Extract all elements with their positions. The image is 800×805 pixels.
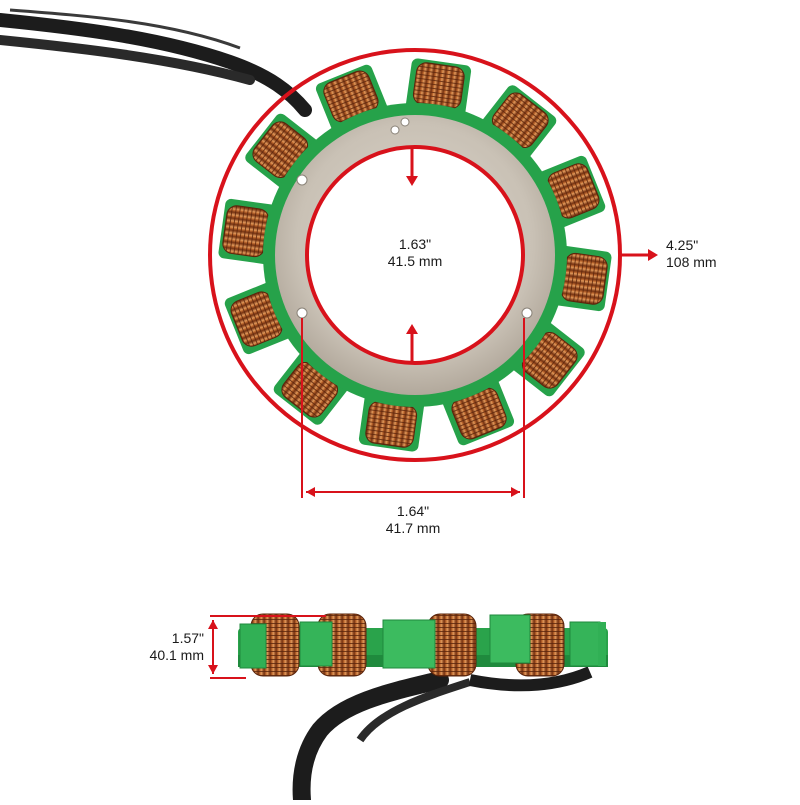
outer-diameter-arrow xyxy=(620,249,658,261)
inner-diameter-label: 1.63" 41.5 mm xyxy=(370,236,460,270)
inner-diameter-arrows xyxy=(406,148,418,362)
outer-diameter-inch: 4.25" xyxy=(666,237,699,253)
coil xyxy=(405,58,472,117)
bolt-spacing-mm: 41.7 mm xyxy=(385,520,441,536)
outer-diameter-mm: 108 mm xyxy=(666,254,717,270)
inner-diameter-circle xyxy=(305,145,525,365)
height-inch: 1.57" xyxy=(171,630,204,646)
inner-diameter-inch: 1.63" xyxy=(398,236,432,252)
outer-diameter-label: 4.25" 108 mm xyxy=(666,237,766,271)
height-dimension xyxy=(208,615,326,679)
coil xyxy=(358,393,425,452)
height-mm: 40.1 mm xyxy=(149,647,204,663)
bolt-spacing-inch: 1.64" xyxy=(396,503,430,519)
coil xyxy=(553,245,612,312)
height-label: 1.57" 40.1 mm xyxy=(110,630,204,664)
inner-diameter-mm: 41.5 mm xyxy=(387,253,443,269)
stator-side-view xyxy=(238,613,608,805)
bolt-spacing-dimension xyxy=(301,318,525,498)
bolt-spacing-label: 1.64" 41.7 mm xyxy=(363,503,463,537)
lead-wires-top xyxy=(0,8,312,117)
coil xyxy=(218,198,277,265)
